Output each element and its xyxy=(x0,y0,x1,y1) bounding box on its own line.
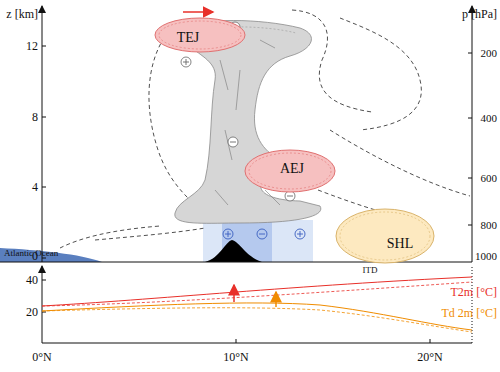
axis-label: 10°N xyxy=(223,351,248,363)
jet-ellipse: TEJ xyxy=(154,17,246,53)
ellipse-outline xyxy=(335,208,435,264)
axis-label: 20 xyxy=(26,306,38,318)
heat-low-ellipse: SHL xyxy=(335,208,435,264)
axis-label: 1000 xyxy=(475,251,497,262)
axis-label: Atlantic Ocean xyxy=(4,249,58,258)
axis-label: z [km] xyxy=(6,8,38,20)
axis-label: 40 xyxy=(26,274,38,286)
axis-label: 200 xyxy=(481,48,498,59)
axis-label: 600 xyxy=(481,173,498,184)
axis-label: 8 xyxy=(32,111,38,123)
axis-label: 12 xyxy=(26,40,38,52)
axis-label: 0°N xyxy=(32,351,51,363)
jet-label: AEJ xyxy=(280,162,304,176)
jet-ellipse: AEJ xyxy=(244,149,336,193)
axis-label: p [hPa] xyxy=(462,8,497,20)
axis-label: 20°N xyxy=(417,351,442,363)
ellipse-outline xyxy=(154,17,246,53)
axis-label: ITD xyxy=(363,266,378,275)
axis-label: 4 xyxy=(32,181,38,193)
jet-label: SHL xyxy=(387,237,413,251)
axis-label: 400 xyxy=(481,113,498,124)
axis-label: T2m [°C] xyxy=(451,286,497,298)
axis-label: 800 xyxy=(481,220,498,231)
jet-label: TEJ xyxy=(177,31,200,45)
axis-label: Td 2m [°C] xyxy=(442,307,497,319)
